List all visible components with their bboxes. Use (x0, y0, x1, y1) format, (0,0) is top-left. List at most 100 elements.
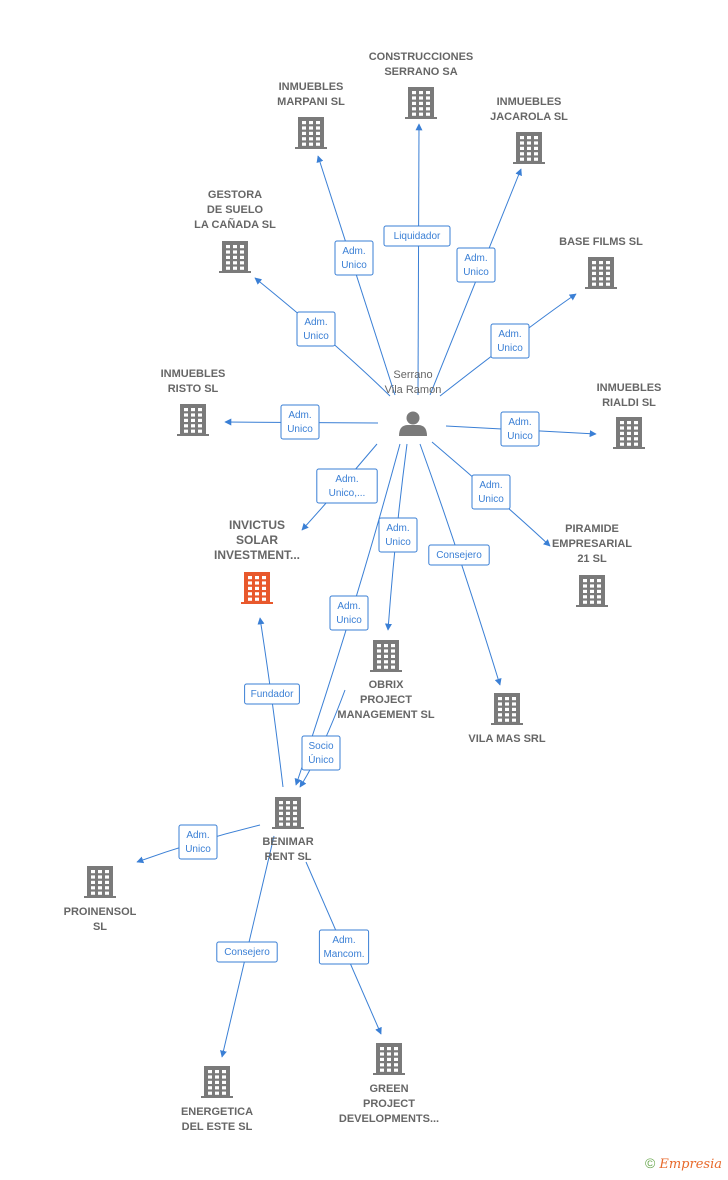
copyright-symbol: © (645, 1155, 656, 1171)
edge-label-text: Unico (303, 331, 329, 342)
node-label: INVESTMENT... (214, 548, 300, 562)
node-gestora[interactable]: GESTORA DE SUELO LA CAÑADA SL (194, 189, 276, 273)
building-icon[interactable] (585, 257, 617, 289)
edge-label-person-to-rialdi[interactable]: Adm. Unico (500, 411, 540, 447)
edge-label-text: Unico (185, 844, 211, 855)
building-icon[interactable] (219, 241, 251, 273)
building-icon[interactable] (201, 1066, 233, 1098)
node-label: DE SUELO (207, 204, 264, 216)
node-label: DEL ESTE SL (182, 1121, 253, 1133)
node-marpani[interactable]: INMUEBLES MARPANI SL (277, 81, 345, 149)
edge-label-text: Consejero (436, 550, 482, 561)
building-icon[interactable] (513, 132, 545, 164)
person-icon[interactable] (399, 411, 427, 437)
edge-label-text: Adm. (288, 410, 311, 421)
edge-label-text: Mancom. (323, 949, 364, 960)
node-label: LA CAÑADA SL (194, 218, 276, 231)
edge-label-benimar-to-proinensol[interactable]: Adm. Unico (178, 824, 218, 860)
edge-label-person-to-gestora[interactable]: Adm. Unico (296, 311, 336, 347)
edge-label-text: Unico (385, 537, 411, 548)
edge-label-text: Liquidador (394, 231, 441, 242)
edge-label-benimar-to-energetica[interactable]: Consejero (216, 941, 278, 963)
edge-label-text: Unico (507, 431, 533, 442)
edge-label-person-to-piramide[interactable]: Adm.Unico (471, 474, 511, 510)
node-energetica[interactable]: ENERGETICA DEL ESTE SL (181, 1066, 253, 1133)
node-construcciones[interactable]: CONSTRUCCIONES SERRANO SA (369, 51, 474, 119)
building-icon[interactable] (370, 640, 402, 672)
building-icon[interactable] (373, 1043, 405, 1075)
edge-label-text: Adm. (304, 317, 327, 328)
node-label: PROINENSOL (64, 906, 137, 918)
node-label: SERRANO SA (384, 66, 457, 78)
edge-label-person-to-vilamas[interactable]: Consejero (428, 544, 490, 566)
node-label: MARPANI SL (277, 96, 345, 108)
building-icon[interactable] (576, 575, 608, 607)
node-label: GREEN (369, 1083, 408, 1095)
node-label: BASE FILMS SL (559, 236, 643, 248)
edge-label-text: Unico (341, 260, 367, 271)
edge-label-text: Adm. (337, 601, 360, 612)
node-jacarola[interactable]: INMUEBLES JACAROLA SL (490, 96, 568, 164)
edge-label-text: Adm. (186, 830, 209, 841)
edge-label-text: Fundador (251, 689, 294, 700)
edge-label-benimar-to-green[interactable]: Adm. Mancom. (318, 929, 370, 965)
building-icon[interactable] (491, 693, 523, 725)
edge-label-person-to-marpani[interactable]: Adm.Unico (334, 240, 374, 276)
edge-label-person-to-invictus[interactable]: Adm.Unico,... (316, 468, 378, 504)
node-proinensol[interactable]: PROINENSOL SL (64, 866, 137, 933)
node-green[interactable]: GREENPROJECTDEVELOPMENTS... (339, 1043, 439, 1125)
edge-label-person-to-benimar[interactable]: Adm.Unico (329, 595, 369, 631)
edge-label-person-to-basefilms[interactable]: Adm. Unico (490, 323, 530, 359)
node-label: EMPRESARIAL (552, 538, 632, 550)
node-label: CONSTRUCCIONES (369, 51, 474, 63)
edge-label-text: Adm. (386, 523, 409, 534)
edge-label-benimar-to-invictus[interactable]: Fundador (244, 683, 300, 705)
edge-label-person-to-risto[interactable]: Adm. Unico (280, 404, 320, 440)
node-label: RIALDI SL (602, 397, 656, 409)
edge-label-text: Unico (497, 343, 523, 354)
node-label: Vila Ramon (385, 384, 442, 396)
edge-label-text: Unico (287, 424, 313, 435)
node-label: JACAROLA SL (490, 111, 568, 123)
building-icon[interactable] (272, 797, 304, 829)
node-basefilms[interactable]: BASE FILMS SL (559, 236, 643, 289)
edge-label-person-to-construcciones[interactable]: Liquidador (383, 225, 451, 247)
edge-label-text: Unico (478, 494, 504, 505)
node-label: SL (93, 921, 107, 933)
edge-label-text: Adm. (335, 474, 358, 485)
node-invictus[interactable]: INVICTUSSOLARINVESTMENT... (214, 518, 300, 604)
edge-label-person-to-jacarola[interactable]: Adm.Unico (456, 247, 496, 283)
building-icon[interactable] (241, 572, 273, 604)
edge-label-person-to-obrix[interactable]: Adm. Unico (378, 517, 418, 553)
edge-label-text: Adm. (498, 329, 521, 340)
edge-label-text: Adm. (464, 253, 487, 264)
building-icon[interactable] (177, 404, 209, 436)
building-icon[interactable] (613, 417, 645, 449)
edge-label-text: Consejero (224, 947, 270, 958)
node-label: Serrano (393, 369, 432, 381)
node-label: PROJECT (363, 1098, 415, 1110)
building-icon[interactable] (405, 87, 437, 119)
building-icon[interactable] (84, 866, 116, 898)
node-label: INMUEBLES (279, 81, 344, 93)
node-label: INMUEBLES (161, 368, 226, 380)
node-vilamas[interactable]: VILA MAS SRL (468, 693, 546, 745)
edge-label-text: Socio (308, 741, 333, 752)
building-icon[interactable] (295, 117, 327, 149)
node-label: GESTORA (208, 189, 262, 201)
node-label: ENERGETICA (181, 1106, 253, 1118)
node-label: INVICTUS (229, 518, 285, 532)
node-label: VILA MAS SRL (468, 733, 545, 745)
edge-label-text: Adm. (508, 417, 531, 428)
node-label: INMUEBLES (497, 96, 562, 108)
edge-label-text: Adm. (332, 935, 355, 946)
